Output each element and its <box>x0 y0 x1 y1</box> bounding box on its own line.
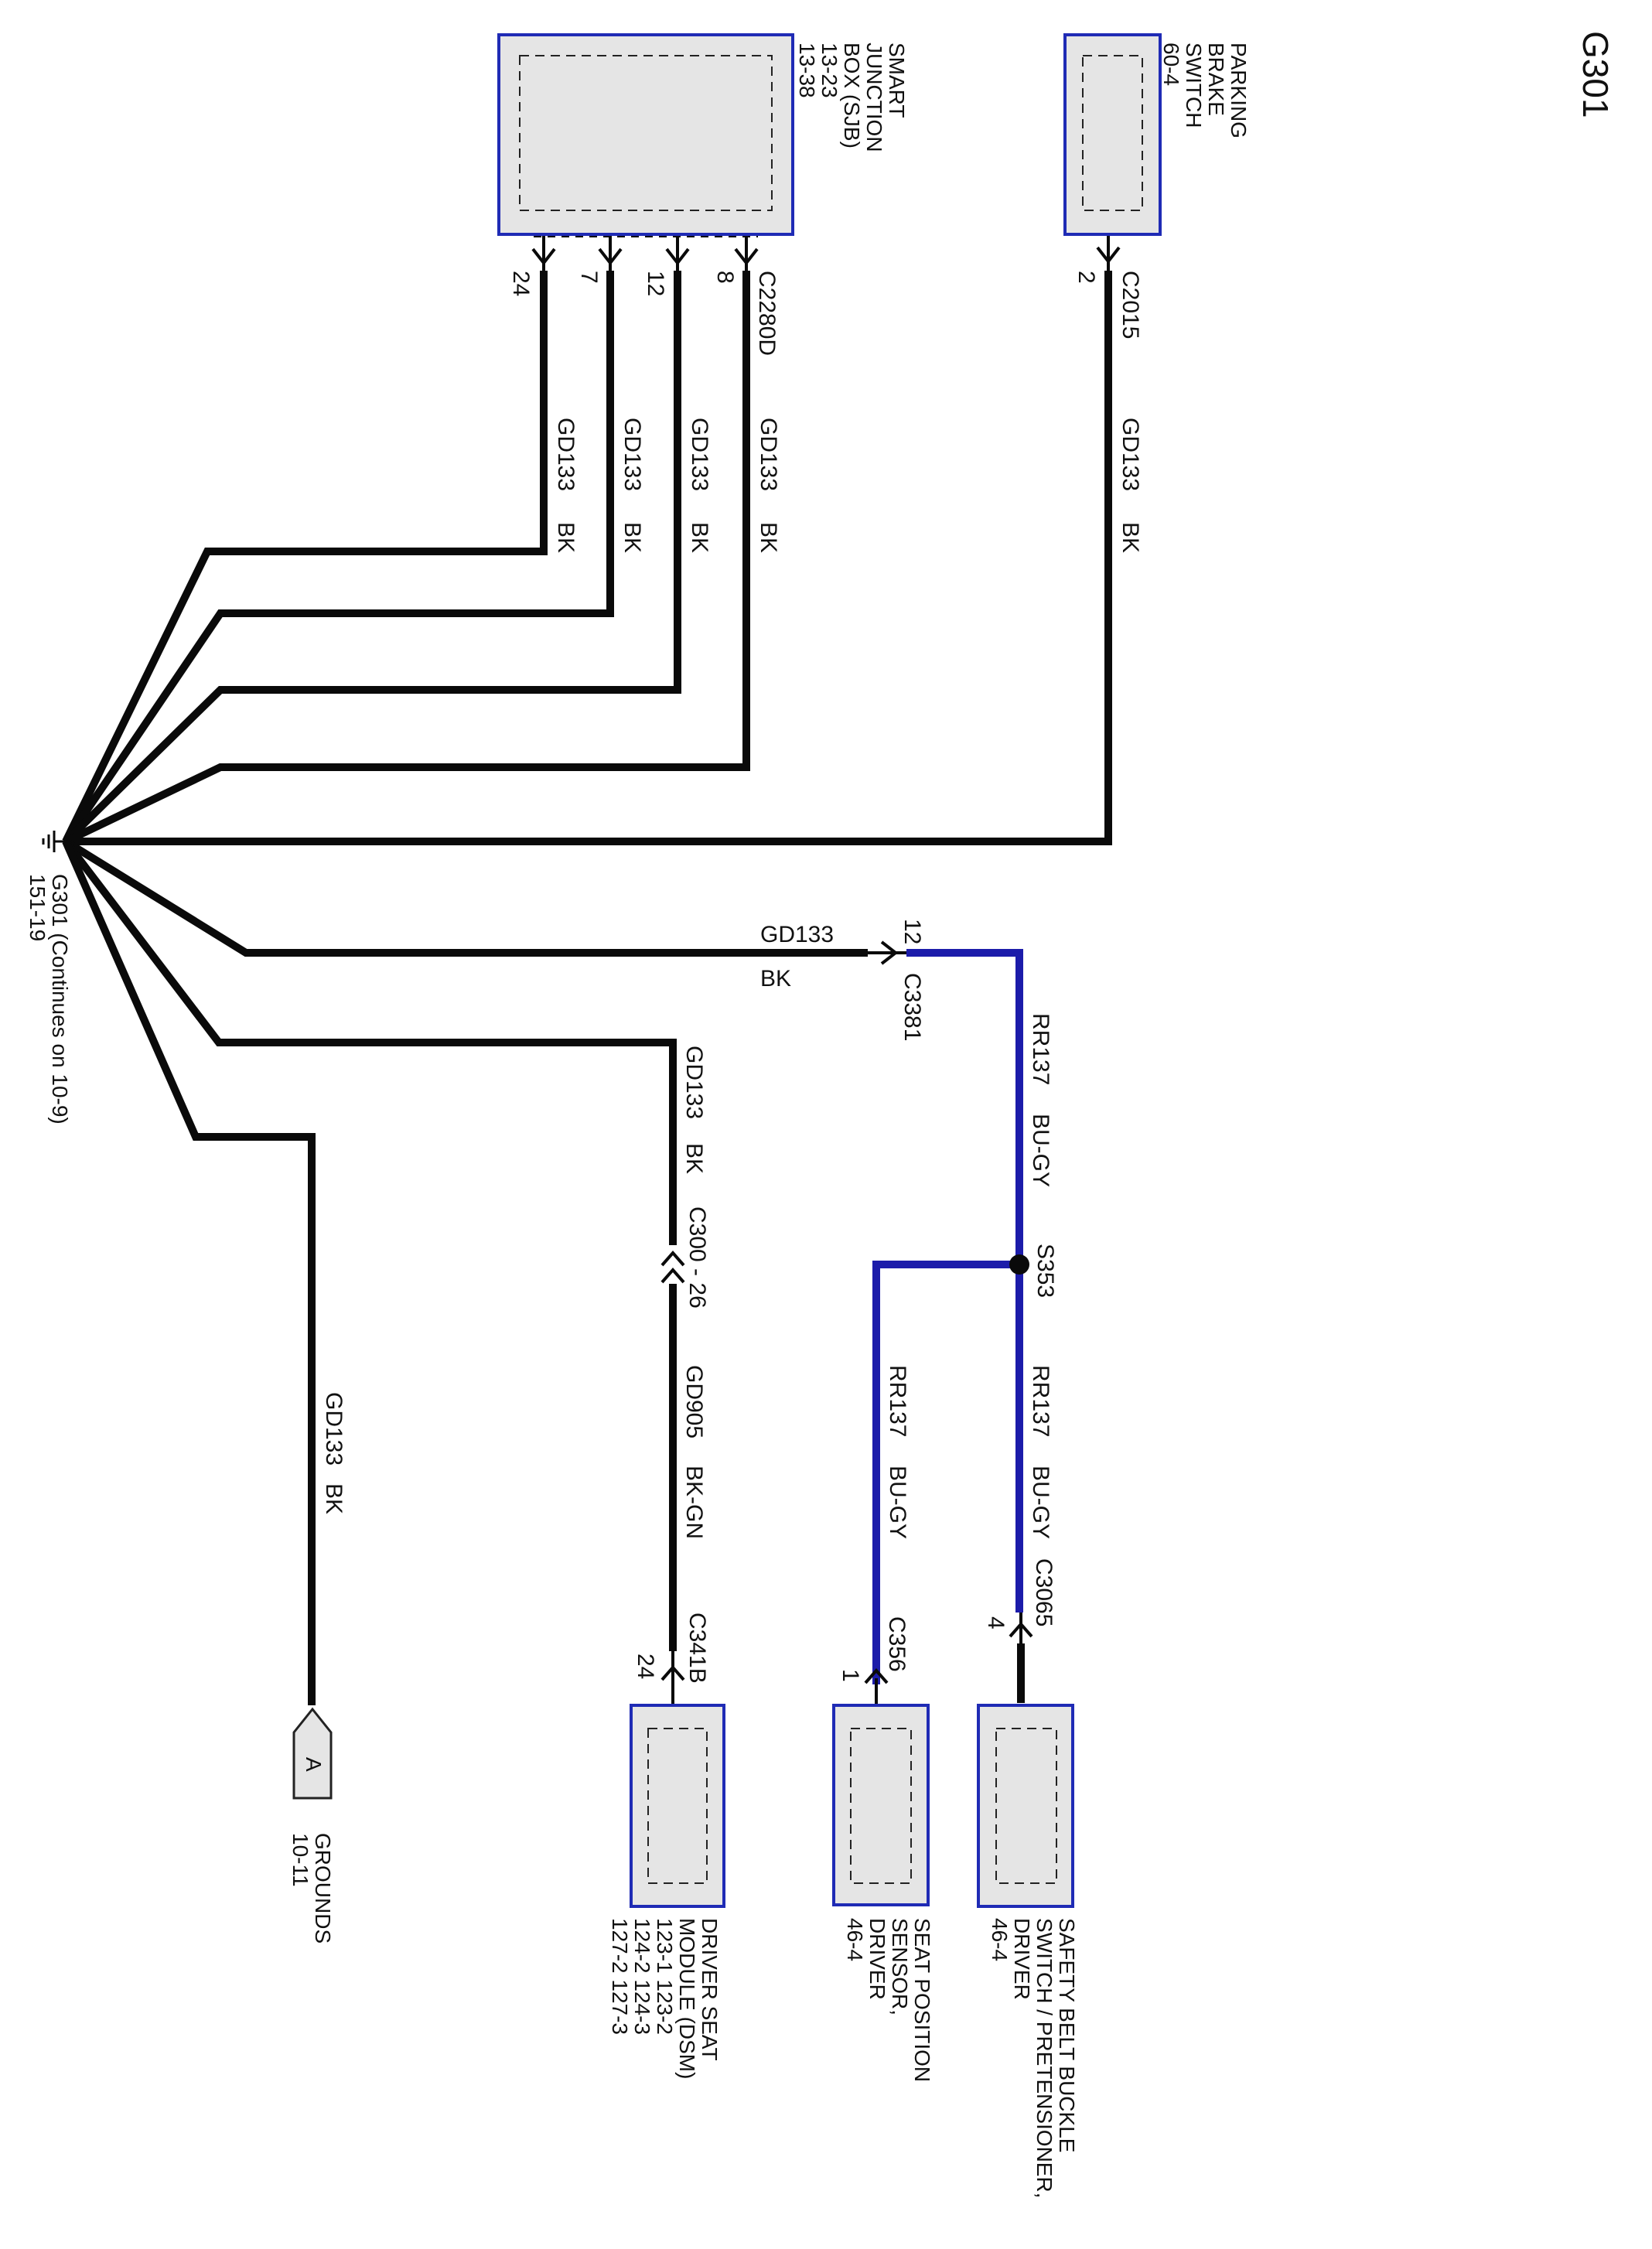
sjb-label: SMART JUNCTION BOX (SJB) 13-23 13-38 <box>795 43 909 158</box>
wire-label-gd133: GD133 <box>321 1392 346 1466</box>
wire-label-gd133: GD133 <box>681 1046 707 1119</box>
c300-terminal-bottom <box>660 1267 685 1284</box>
connector-c341b: C341B <box>684 1613 710 1684</box>
dsm-terminal <box>660 1664 685 1681</box>
wire-sjb-pin24[interactable] <box>62 271 548 844</box>
driver-seat-module[interactable] <box>630 1704 725 1908</box>
wire-label-gd133: GD133 <box>760 922 834 947</box>
signal-wires-blue <box>872 949 1023 1684</box>
connector-c300: C300 - 26 <box>684 1206 710 1309</box>
ground-point-label: G301 (Continues on 10-9) 151-19 <box>26 874 72 1131</box>
connector-c2015: C2015 <box>1118 271 1143 339</box>
grounds-ref-label: GROUNDS 10-11 <box>288 1833 335 1950</box>
pin-sjb-12: 12 <box>643 271 668 296</box>
pin-seat-sensor: 1 <box>838 1669 863 1682</box>
wire-label-bk: BK <box>321 1483 346 1514</box>
pin-dsm: 24 <box>633 1653 658 1679</box>
connector-c3381: C3381 <box>899 973 925 1041</box>
pin-sjb-7: 7 <box>576 271 602 284</box>
wire-sjb-pin8[interactable] <box>63 271 750 845</box>
wire-label-gd133: GD133 <box>553 418 579 491</box>
wire-rr137-s353-seat-sensor[interactable] <box>872 1261 1019 1684</box>
pin-belt-buckle: 4 <box>983 1616 1009 1630</box>
connector-c3065: C3065 <box>1031 1558 1056 1626</box>
wire-label-bk: BK <box>553 522 579 553</box>
wire-label-gd133: GD133 <box>1118 418 1143 491</box>
wire-label-gd133: GD133 <box>687 418 712 491</box>
pin-parking-brake: 2 <box>1073 271 1099 284</box>
grounds-reference-flag[interactable]: A <box>292 1707 333 1800</box>
wire-label-bk: BK <box>687 522 712 553</box>
wire-label-bk: BK <box>760 966 791 991</box>
connector-c2280d: C2280D <box>754 271 780 356</box>
parking-brake-terminal <box>1096 246 1121 264</box>
splice-s353-label: S353 <box>1032 1244 1058 1298</box>
wire-label-bk: BK <box>1118 522 1143 553</box>
ground-symbol-icon[interactable] <box>42 831 66 852</box>
splice-s353[interactable] <box>1009 1254 1029 1275</box>
connector-marks <box>531 235 1121 1705</box>
belt-buckle-terminal <box>1009 1621 1033 1638</box>
wire-label-bk: BK <box>681 1143 707 1174</box>
grounds-ref-letter: A <box>302 1757 326 1772</box>
wire-label-bu-gy: BU-GY <box>1028 1466 1053 1539</box>
pin-sjb-24: 24 <box>508 271 534 296</box>
wire-label-gd133: GD133 <box>620 418 645 491</box>
wire-label-bk-gn: BK-GN <box>681 1466 707 1539</box>
parking-brake-switch[interactable] <box>1063 33 1162 236</box>
wire-c300-gd133[interactable] <box>63 838 677 1245</box>
dsm-label: DRIVER SEAT MODULE (DSM) 123-1 123-2 124… <box>608 1918 722 2085</box>
wire-label-gd133: GD133 <box>756 418 781 491</box>
wire-label-bk: BK <box>756 522 781 553</box>
wire-rr137-c3381-s353[interactable] <box>906 949 1023 1613</box>
diagram-title: G301 <box>1575 31 1616 118</box>
wire-label-bk: BK <box>620 522 645 553</box>
connector-c356: C356 <box>884 1616 910 1672</box>
wire-label-rr137: RR137 <box>1028 1013 1053 1085</box>
safety-belt-buckle-switch[interactable] <box>977 1704 1074 1908</box>
wire-parking-brake[interactable] <box>66 271 1112 845</box>
smart-junction-box[interactable] <box>497 33 794 236</box>
wire-grounds-ref[interactable] <box>62 839 316 1705</box>
wire-sjb-pin7[interactable] <box>62 271 614 844</box>
wire-sjb-pin12[interactable] <box>63 271 681 845</box>
wire-label-bu-gy: BU-GY <box>1028 1114 1053 1187</box>
pin-c3381: 12 <box>899 919 925 944</box>
pin-sjb-8: 8 <box>712 271 738 284</box>
wire-label-gd905: GD905 <box>681 1365 707 1438</box>
wire-label-rr137: RR137 <box>885 1365 910 1437</box>
ground-wires-black <box>62 271 1112 1705</box>
parking-brake-label: PARKING BRAKE SWITCH 60-4 <box>1159 43 1251 145</box>
wire-label-rr137: RR137 <box>1028 1365 1053 1437</box>
seat-position-sensor[interactable] <box>832 1704 930 1906</box>
safety-belt-buckle-label: SAFETY BELT BUCKLE SWITCH / PRETENSIONER… <box>988 1918 1079 2204</box>
seat-position-sensor-label: SEAT POSITION SENSOR, DRIVER 46-4 <box>843 1918 934 2088</box>
wire-c3381-gd133[interactable] <box>63 838 868 957</box>
c300-terminal-top <box>660 1250 685 1267</box>
wire-label-bu-gy: BU-GY <box>885 1466 910 1539</box>
seat-sensor-terminal <box>864 1667 889 1684</box>
